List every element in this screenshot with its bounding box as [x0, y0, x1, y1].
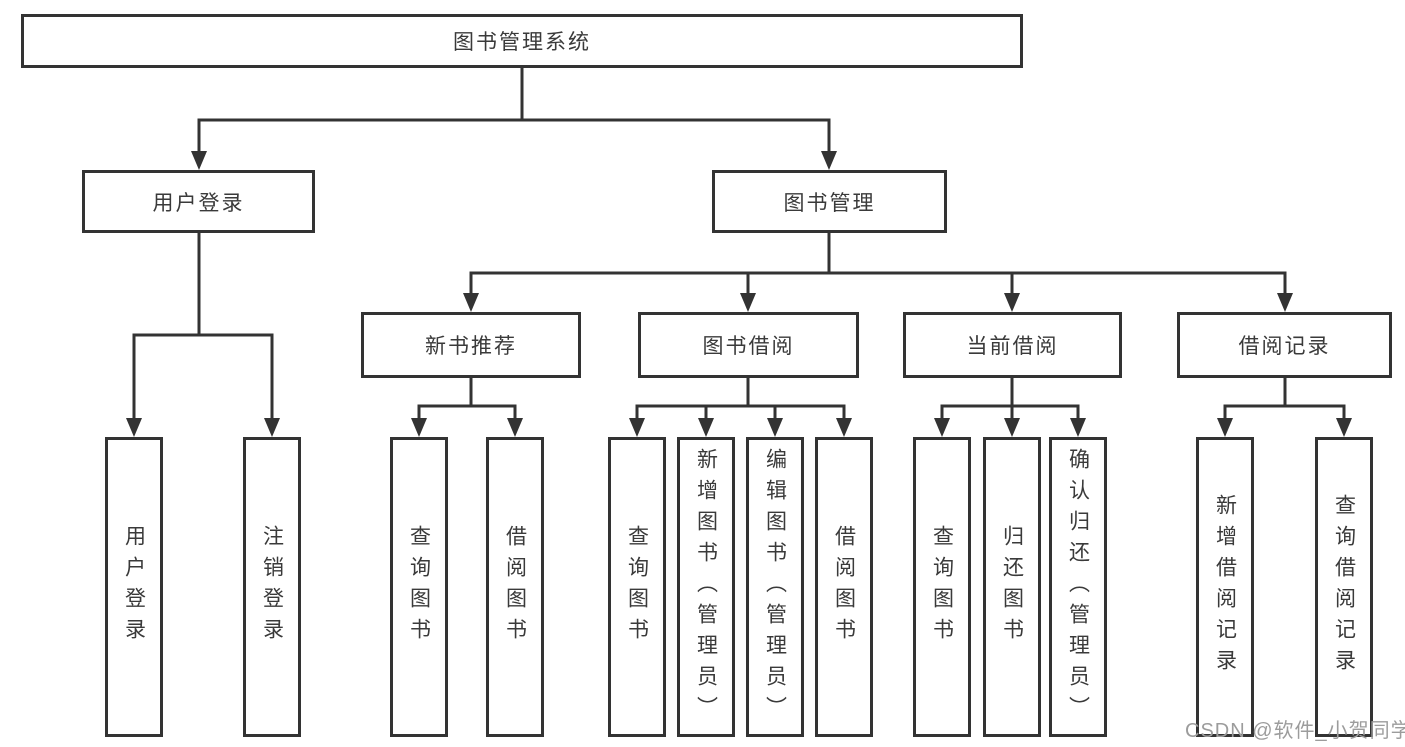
leaf-user-login-label: 用户登录: [122, 525, 146, 649]
arrowhead-icon: [629, 418, 645, 437]
leaf-return-books: 归还图书: [983, 437, 1041, 737]
leaf-rec-borrow-books-label: 借阅图书: [503, 525, 527, 649]
node-borrow-records: 借阅记录: [1177, 312, 1392, 378]
node-new-book-recommend-label: 新书推荐: [425, 335, 517, 358]
leaf-query-borrow-record-label: 查询借阅记录: [1332, 494, 1356, 680]
arrowhead-icon: [507, 418, 523, 437]
leaf-borrow-books-label: 借阅图书: [832, 525, 856, 649]
node-new-book-recommend: 新书推荐: [361, 312, 581, 378]
leaf-logout: 注销登录: [243, 437, 301, 737]
arrowhead-icon: [1070, 418, 1086, 437]
node-root-system: 图书管理系统: [21, 14, 1023, 68]
arrowhead-icon: [1004, 418, 1020, 437]
arrowhead-icon: [821, 151, 837, 170]
csdn-watermark: CSDN @软件_小贺同学: [1185, 720, 1405, 742]
node-user-login: 用户登录: [82, 170, 315, 233]
node-user-login-label: 用户登录: [152, 191, 245, 215]
arrowhead-icon: [767, 418, 783, 437]
node-current-borrowing: 当前借阅: [903, 312, 1122, 378]
arrowhead-icon: [411, 418, 427, 437]
arrowhead-icon: [126, 418, 142, 437]
arrowhead-icon: [934, 418, 950, 437]
arrowhead-icon: [698, 418, 714, 437]
leaf-confirm-return-admin: 确认归还（管理员）: [1049, 437, 1107, 737]
arrowhead-icon: [191, 151, 207, 170]
leaf-edit-books-admin-label: 编辑图书（管理员）: [763, 447, 787, 727]
arrowhead-icon: [463, 293, 479, 312]
arrowhead-icon: [1277, 293, 1293, 312]
leaf-rec-query-books: 查询图书: [390, 437, 448, 737]
arrowhead-icon: [264, 418, 280, 437]
leaf-user-login: 用户登录: [105, 437, 163, 737]
leaf-rec-query-books-label: 查询图书: [407, 525, 431, 649]
leaf-add-books-admin: 新增图书（管理员）: [677, 437, 735, 737]
node-book-management: 图书管理: [712, 170, 947, 233]
node-book-borrowing: 图书借阅: [638, 312, 859, 378]
leaf-logout-label: 注销登录: [260, 525, 284, 649]
node-current-borrowing-label: 当前借阅: [966, 335, 1059, 358]
leaf-current-query-books-label: 查询图书: [930, 525, 954, 649]
leaf-borrow-query-books-label: 查询图书: [625, 525, 649, 649]
leaf-add-books-admin-label: 新增图书（管理员）: [694, 447, 718, 727]
node-borrow-records-label: 借阅记录: [1238, 335, 1331, 358]
arrowhead-icon: [836, 418, 852, 437]
leaf-add-borrow-record-label: 新增借阅记录: [1213, 494, 1237, 680]
arrowhead-icon: [740, 293, 756, 312]
leaf-current-query-books: 查询图书: [913, 437, 971, 737]
leaf-borrow-books: 借阅图书: [815, 437, 873, 737]
leaf-return-books-label: 归还图书: [1000, 525, 1024, 649]
arrowhead-icon: [1004, 293, 1020, 312]
arrowhead-icon: [1336, 418, 1352, 437]
arrowhead-icon: [1217, 418, 1233, 437]
leaf-edit-books-admin: 编辑图书（管理员）: [746, 437, 804, 737]
leaf-query-borrow-record: 查询借阅记录: [1315, 437, 1373, 737]
node-book-borrowing-label: 图书借阅: [702, 335, 795, 358]
node-book-management-label: 图书管理: [783, 191, 876, 215]
leaf-confirm-return-admin-label: 确认归还（管理员）: [1066, 447, 1090, 727]
leaf-borrow-query-books: 查询图书: [608, 437, 666, 737]
node-root-system-label: 图书管理系统: [453, 31, 591, 54]
leaf-rec-borrow-books: 借阅图书: [486, 437, 544, 737]
leaf-add-borrow-record: 新增借阅记录: [1196, 437, 1254, 737]
